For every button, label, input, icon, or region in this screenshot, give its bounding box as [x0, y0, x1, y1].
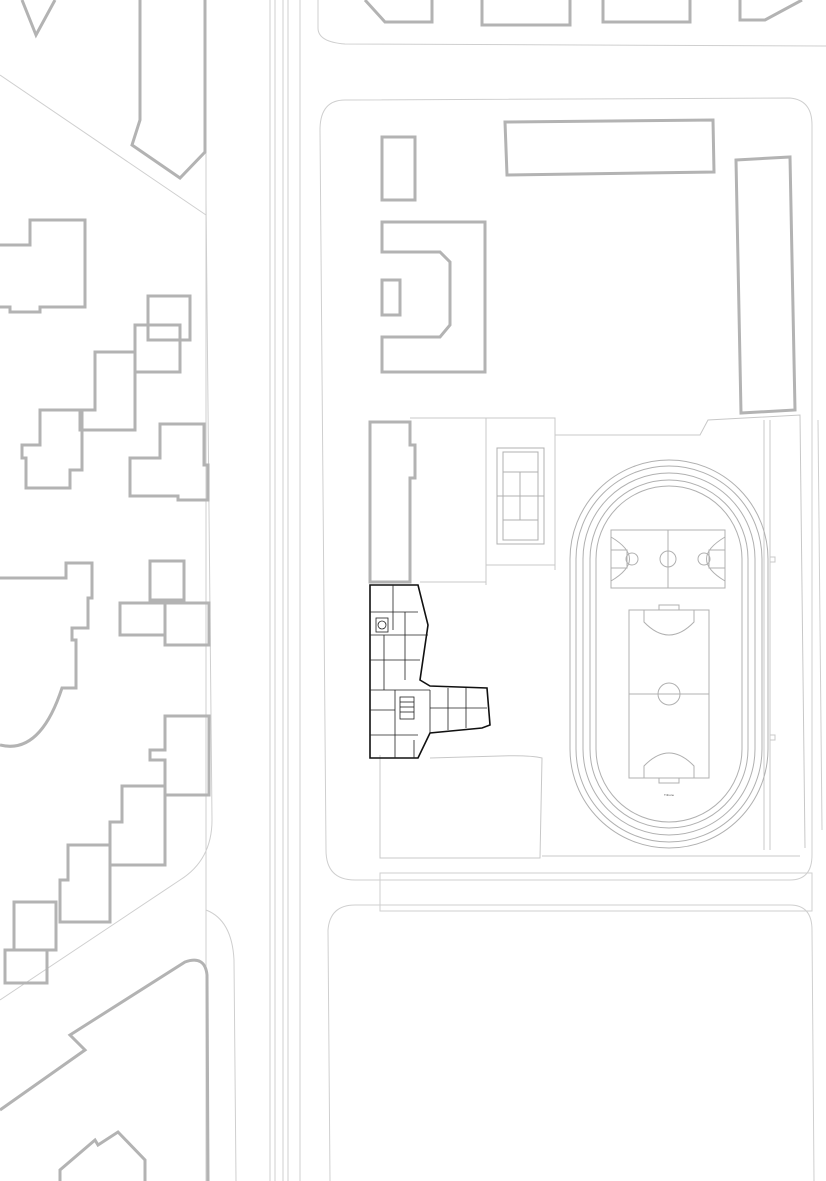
basketball-court — [610, 529, 726, 589]
site-divisions — [379, 414, 806, 859]
football-pitch — [628, 604, 710, 784]
track-caption: Tribune — [664, 793, 674, 797]
stadium: Tribune — [569, 459, 769, 849]
existing-buildings-north — [363, 0, 803, 27]
small-court — [496, 447, 545, 545]
school-block-existing — [368, 118, 797, 584]
new-building — [369, 584, 491, 759]
existing-buildings-west — [0, 0, 211, 1181]
